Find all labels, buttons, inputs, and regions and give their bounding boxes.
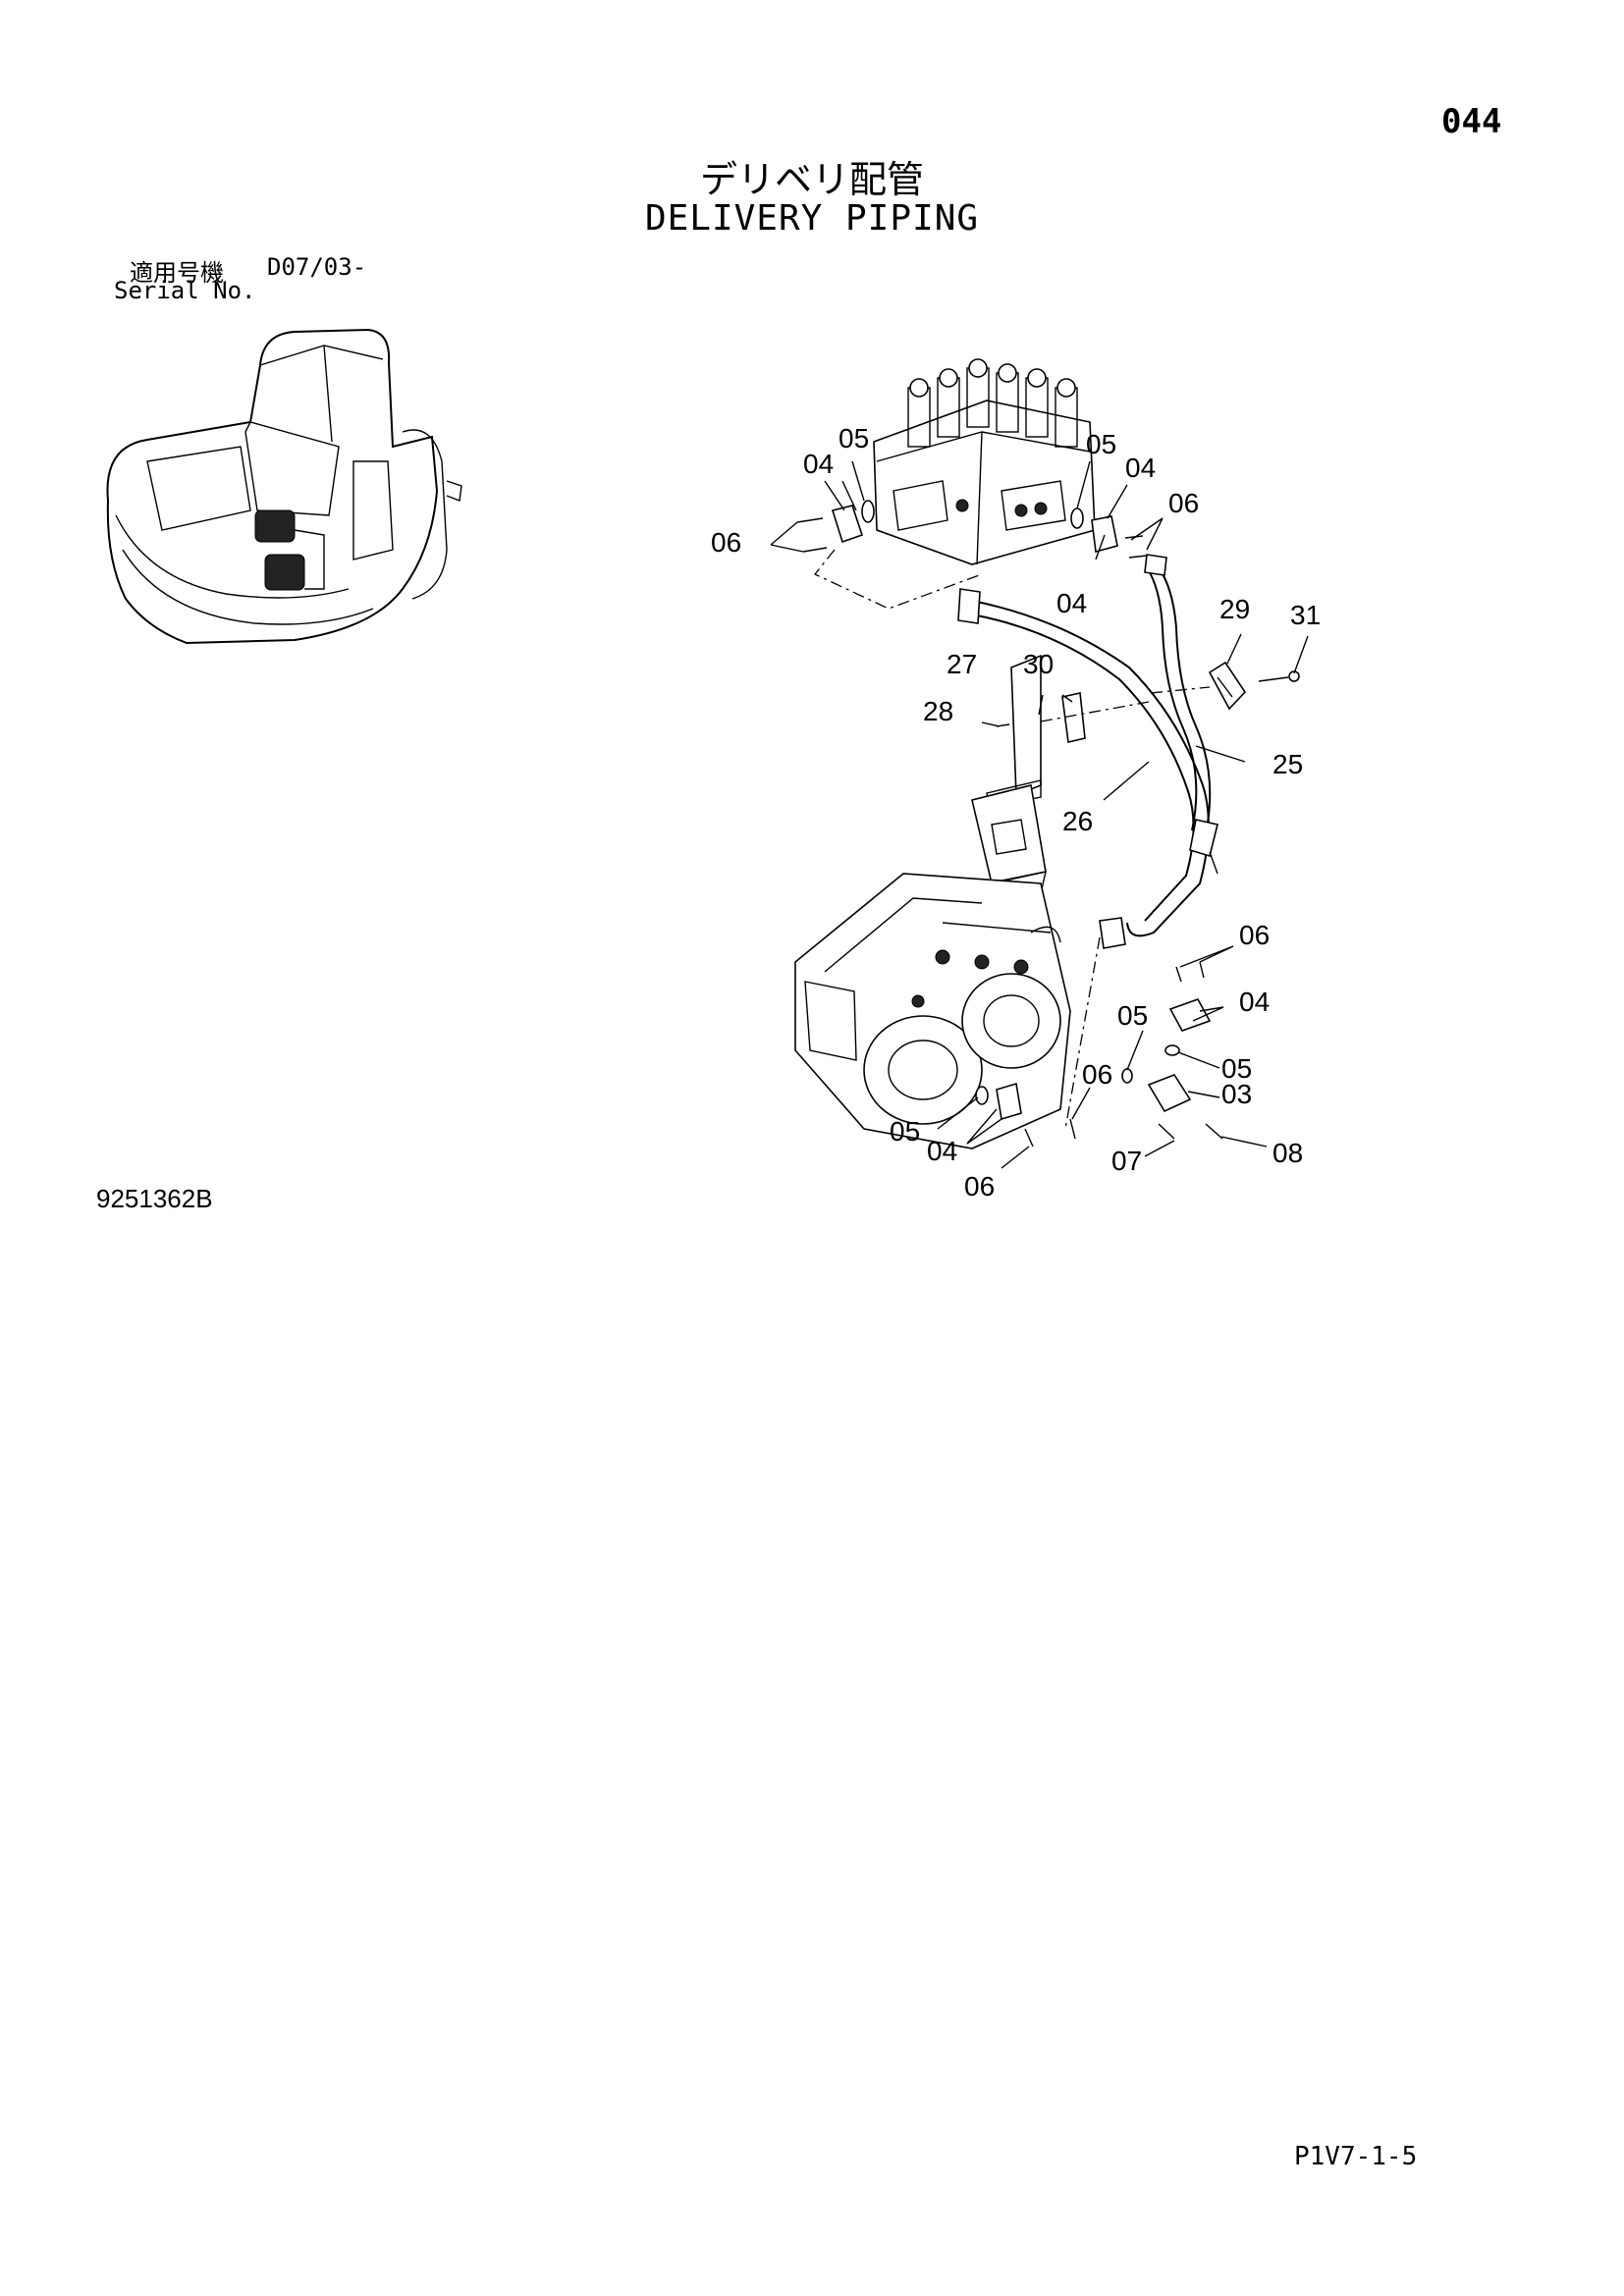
bracket-assembly: [986, 654, 1150, 808]
title-english: DELIVERY PIPING: [644, 198, 980, 239]
callout-27: 27: [947, 649, 977, 679]
callout-05: 05: [1086, 429, 1116, 459]
page-number: 044: [1441, 102, 1502, 141]
callout-06: 06: [1168, 488, 1199, 518]
serial-code: D07/03-: [267, 253, 367, 281]
callout-05: 05: [839, 423, 869, 454]
callout-labels: 05 04 06 05 04 06 04 29 31 27 30 28 25 2…: [711, 423, 1321, 1201]
callout-04: 04: [1125, 453, 1156, 483]
callout-29: 29: [1219, 594, 1250, 624]
serial-label-english: Serial No.: [114, 277, 256, 304]
callout-04: 04: [803, 449, 834, 479]
callout-30: 30: [1023, 649, 1054, 679]
drawing-number: 9251362B: [96, 1184, 213, 1213]
machine-locator-illustration: [106, 328, 462, 645]
callout-28: 28: [923, 696, 953, 726]
page-reference: P1V7-1-5: [1294, 2142, 1418, 2171]
callout-04: 04: [1056, 588, 1087, 618]
callout-05: 05: [890, 1116, 920, 1147]
callout-06: 06: [1082, 1059, 1112, 1090]
control-valve-illustration: [873, 358, 1096, 565]
callout-31: 31: [1290, 600, 1321, 630]
callout-08: 08: [1272, 1138, 1303, 1168]
flange-set-top-left: [796, 500, 983, 610]
callout-03: 03: [1221, 1079, 1252, 1109]
callout-04: 04: [927, 1136, 957, 1166]
callout-26: 26: [1062, 806, 1093, 836]
callout-05: 05: [1117, 1000, 1148, 1031]
main-pump-illustration: [794, 873, 1071, 1149]
title-japanese: デリベリ配管: [699, 158, 924, 201]
callout-06: 06: [1239, 920, 1270, 950]
callout-06: 06: [711, 527, 741, 558]
callout-04: 04: [1239, 987, 1270, 1017]
callout-06: 06: [964, 1171, 995, 1201]
clamp-assembly: [1150, 661, 1300, 711]
serial-label-japanese: 適用号機: [130, 259, 224, 287]
callout-05: 05: [1221, 1053, 1252, 1084]
flange-set-top-right: [1070, 507, 1148, 559]
callout-25: 25: [1272, 749, 1303, 779]
delivery-hoses: [957, 554, 1218, 949]
flange-set-right: [1064, 936, 1223, 1140]
callout-leader-lines: [770, 460, 1309, 1169]
flange-set-bottom: [975, 1082, 1076, 1148]
callout-07: 07: [1111, 1146, 1142, 1176]
